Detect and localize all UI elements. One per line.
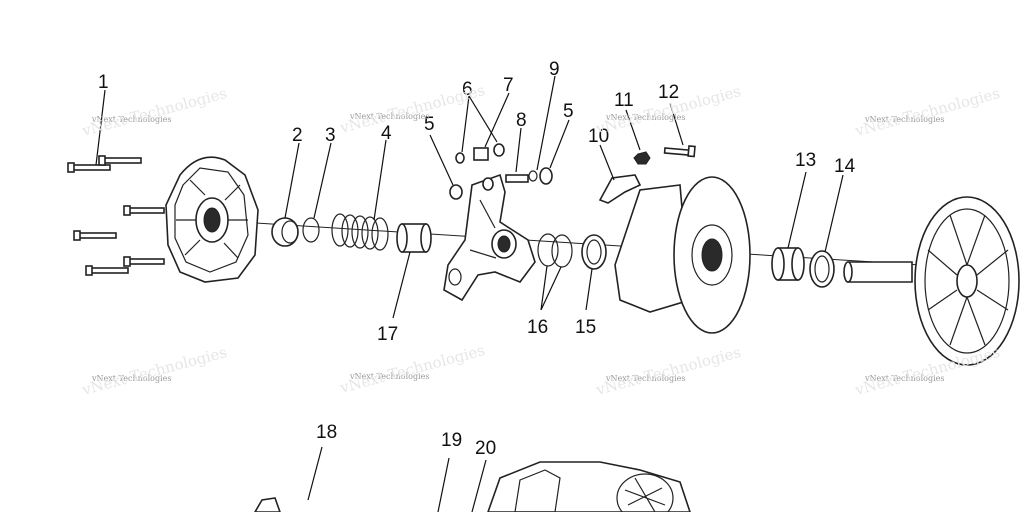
watermark-text: vNext Technologies [92, 374, 172, 383]
callout-14: 14 [834, 156, 856, 177]
callout-3: 3 [325, 125, 336, 146]
washer [302, 217, 320, 243]
weight-bolt [663, 145, 696, 158]
lower-assembly [253, 461, 692, 517]
seal-ring [581, 234, 607, 270]
bushing [271, 217, 299, 247]
callout-8: 8 [516, 110, 527, 131]
callout-12: 12 [658, 82, 680, 103]
washer-small [455, 152, 465, 164]
callout-6: 6 [462, 79, 473, 100]
leader-lines [95, 75, 844, 513]
moveable-sheave [614, 176, 751, 334]
sleeve [396, 223, 432, 253]
callout-17: 17 [377, 324, 399, 345]
callout-15: 15 [575, 317, 597, 338]
roller-left [449, 184, 463, 200]
callout-7: 7 [503, 75, 514, 96]
callout-5b: 5 [563, 101, 574, 122]
callout-10: 10 [588, 126, 610, 147]
watermark-text: vNext Technologies [865, 115, 945, 124]
o-ring-pair [537, 233, 573, 268]
watermark-text: vNext Technologies [865, 374, 945, 383]
roller-right [539, 167, 553, 185]
ring-14 [809, 250, 835, 288]
callout-18: 18 [316, 422, 338, 443]
callout-16: 16 [527, 317, 549, 338]
spring [331, 213, 389, 251]
watermark-text: vNext Technologies [606, 113, 686, 122]
callout-11: 11 [614, 90, 634, 111]
fixed-sheave [843, 196, 1020, 366]
callout-13: 13 [795, 150, 817, 171]
nut [633, 151, 651, 165]
callout-5a: 5 [424, 114, 435, 135]
bushing-13 [771, 247, 805, 281]
cover-plate [165, 156, 259, 283]
small-washer [528, 170, 538, 182]
bushing-pair [473, 143, 505, 161]
bolt-set [67, 155, 165, 276]
callout-9: 9 [549, 59, 560, 80]
callout-2: 2 [292, 125, 303, 146]
spider [443, 173, 536, 302]
callout-20: 20 [475, 438, 497, 459]
callout-19: 19 [441, 430, 463, 451]
callout-4: 4 [381, 123, 392, 144]
watermark-text: vNext Technologies [350, 112, 430, 121]
callout-1: 1 [98, 72, 109, 93]
pin [505, 174, 529, 183]
watermark-text: vNext Technologies [92, 115, 172, 124]
watermark-text: vNext Technologies [350, 372, 430, 381]
cam-weight [598, 174, 642, 204]
watermark-text: vNext Technologies [606, 374, 686, 383]
